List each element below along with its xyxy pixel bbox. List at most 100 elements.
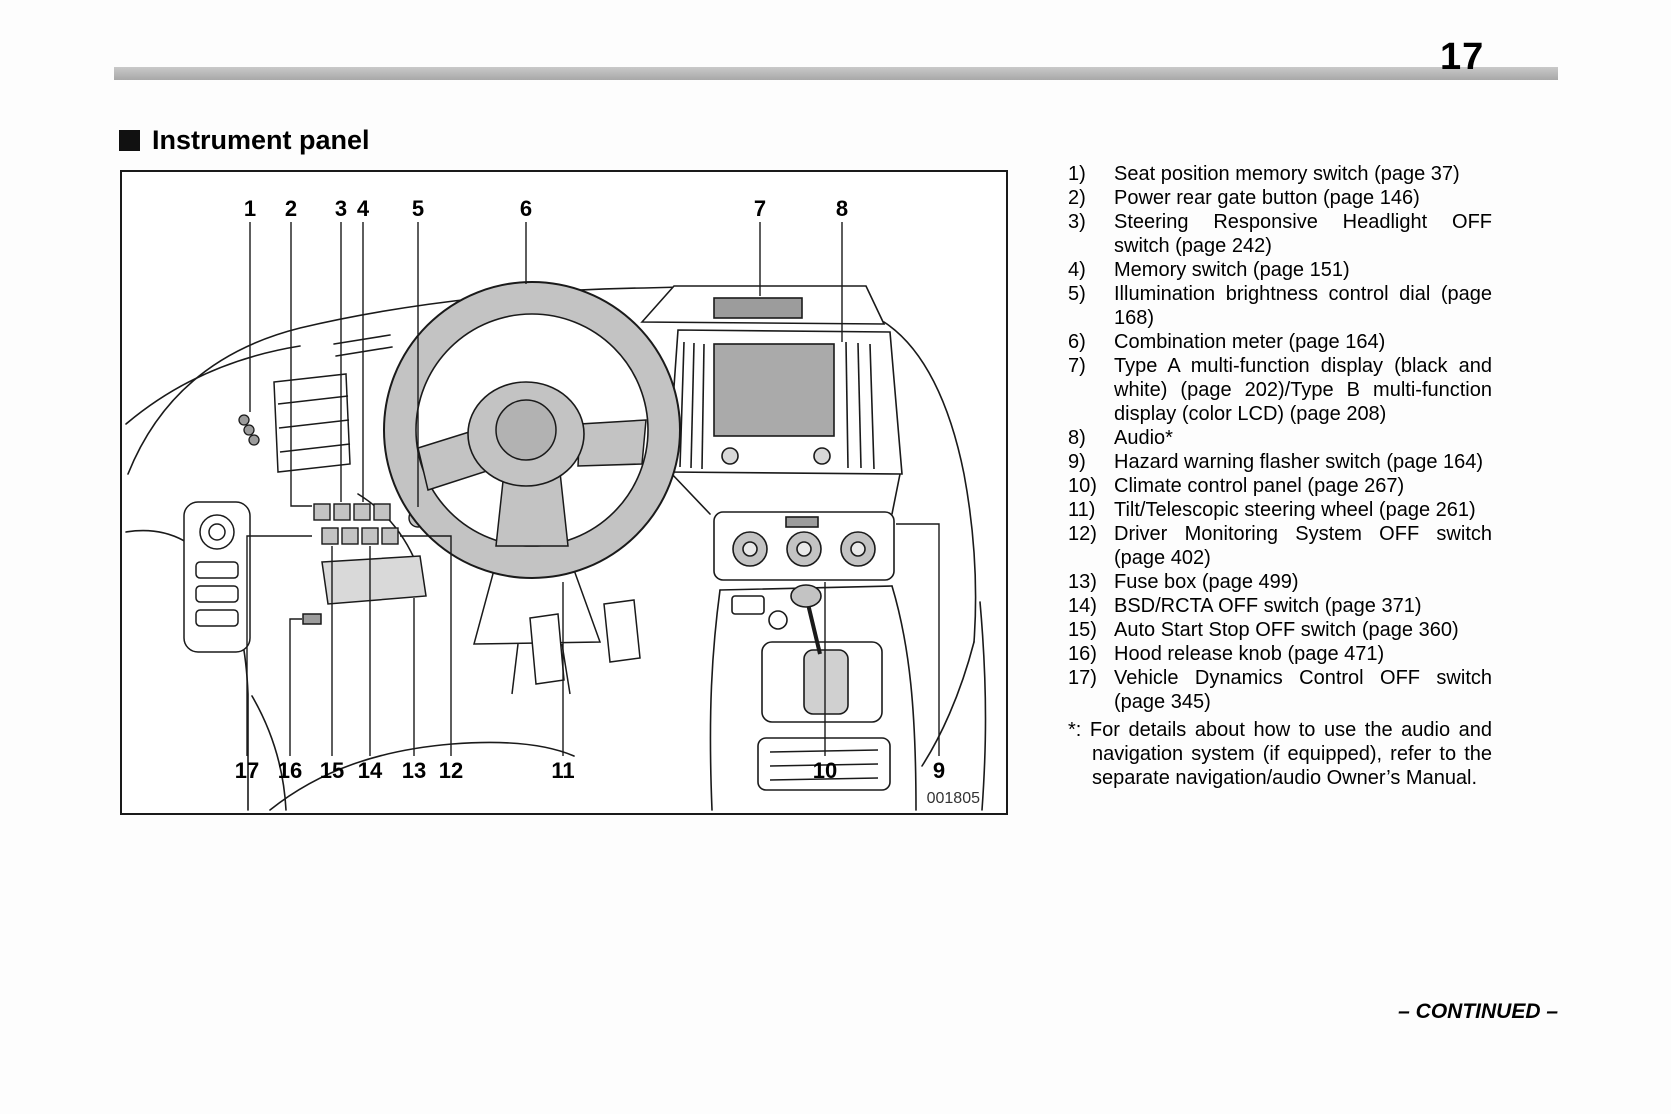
callout-7: 7 <box>754 196 766 221</box>
callout-12: 12 <box>439 758 463 783</box>
callout-6: 6 <box>520 196 532 221</box>
legend-item: 12) Driver Monitoring System OFF switch … <box>1068 522 1492 570</box>
audio-screen <box>713 343 835 437</box>
legend-item-text: BSD/RCTA OFF switch (page 371) <box>1114 595 1422 617</box>
mfd-screen <box>713 297 803 319</box>
door-switch-panel <box>183 501 251 653</box>
legend-item: 16) Hood release knob (page 471) <box>1068 642 1492 666</box>
callout-14: 14 <box>358 758 383 783</box>
legend-item-text: Seat position memory switch (page 37) <box>1114 163 1460 185</box>
legend-item: 6) Combination meter (page 164) <box>1068 330 1492 354</box>
legend-item-text: Climate control panel (page 267) <box>1114 475 1405 497</box>
audio-unit <box>667 329 903 475</box>
section-heading: Instrument panel <box>119 125 370 156</box>
callout-1: 1 <box>244 196 256 221</box>
fuse-box-panel <box>302 555 427 625</box>
figure-code: 001805 <box>927 790 980 807</box>
legend-item-text: Audio* <box>1114 427 1173 449</box>
legend-item-text: Fuse box (page 499) <box>1114 571 1299 593</box>
legend-item-text: Steering Responsive Headlight OFF switch… <box>1114 211 1492 257</box>
callout-16: 16 <box>278 758 302 783</box>
section-title: Instrument panel <box>152 125 370 155</box>
hood-release-knob <box>302 613 322 625</box>
page-number: 17 <box>1440 36 1485 78</box>
horn-pad <box>495 399 557 461</box>
switch-bank <box>313 503 399 545</box>
legend-item: 11) Tilt/Telescopic steering wheel (page… <box>1068 498 1492 522</box>
legend-item-number: 7) <box>1068 355 1086 377</box>
legend-item: 5) Illumination brightness control dial … <box>1068 282 1492 330</box>
legend-item-number: 16) <box>1068 643 1097 665</box>
callout-numbers: 1 2 3 4 5 6 7 8 17 16 15 14 13 12 11 10 … <box>235 196 945 783</box>
hazard-switch <box>785 516 819 528</box>
callout-8: 8 <box>836 196 848 221</box>
legend-item-text: Type A multi-function display (black and… <box>1114 355 1492 425</box>
shift-boot <box>803 649 849 715</box>
legend-item-number: 13) <box>1068 571 1097 593</box>
legend-item-text: Driver Monitoring System OFF switch (pag… <box>1114 523 1492 569</box>
callout-leader-lines <box>246 222 940 756</box>
callout-2: 2 <box>285 196 297 221</box>
legend-footnote: *: For details about how to use the audi… <box>1068 719 1492 789</box>
instrument-panel-figure: 1 2 3 4 5 6 7 8 17 16 15 14 13 12 11 10 … <box>120 170 1008 815</box>
legend-item: 4) Memory switch (page 151) <box>1068 258 1492 282</box>
climate-control-panel <box>713 511 895 581</box>
callout-9: 9 <box>933 758 945 783</box>
callout-11: 11 <box>551 758 574 783</box>
steering-column <box>473 569 641 695</box>
instrument-panel-diagram: 1 2 3 4 5 6 7 8 17 16 15 14 13 12 11 10 … <box>125 196 987 811</box>
header-rule <box>114 67 1558 80</box>
legend-item: 1) Seat position memory switch (page 37) <box>1068 162 1492 186</box>
legend-item-text: Memory switch (page 151) <box>1114 259 1350 281</box>
window-switch <box>195 561 239 579</box>
light-control-stalk <box>238 414 260 446</box>
legend-item-number: 4) <box>1068 259 1086 281</box>
legend-item: 15) Auto Start Stop OFF switch (page 360… <box>1068 618 1492 642</box>
legend-item: 8) Audio* <box>1068 426 1492 450</box>
legend-item-text: Tilt/Telescopic steering wheel (page 261… <box>1114 499 1476 521</box>
legend-item-number: 5) <box>1068 283 1086 305</box>
callout-17: 17 <box>235 758 259 783</box>
legend-item-text: Hood release knob (page 471) <box>1114 643 1385 665</box>
multi-function-display <box>640 285 886 325</box>
legend-item: 14) BSD/RCTA OFF switch (page 371) <box>1068 594 1492 618</box>
window-switch <box>195 609 239 627</box>
legend-item-text: Illumination brightness control dial (pa… <box>1114 283 1492 329</box>
legend-item-number: 9) <box>1068 451 1086 473</box>
legend-item-number: 14) <box>1068 595 1097 617</box>
callout-5: 5 <box>412 196 424 221</box>
pedal <box>529 613 565 685</box>
legend-item-number: 12) <box>1068 523 1097 545</box>
legend-item-number: 10) <box>1068 475 1097 497</box>
callout-10: 10 <box>813 758 837 783</box>
legend-item-number: 6) <box>1068 331 1086 353</box>
steering-wheel <box>383 281 681 579</box>
center-console <box>731 584 891 791</box>
callout-13: 13 <box>402 758 426 783</box>
section-bullet-icon <box>119 130 140 151</box>
callout-4: 4 <box>357 196 370 221</box>
legend-item-text: Combination meter (page 164) <box>1114 331 1386 353</box>
legend-item: 10) Climate control panel (page 267) <box>1068 474 1492 498</box>
legend-item: 17) Vehicle Dynamics Control OFF switch … <box>1068 666 1492 714</box>
callout-15: 15 <box>320 758 344 783</box>
legend-item-number: 2) <box>1068 187 1086 209</box>
legend-item-text: Vehicle Dynamics Control OFF switch (pag… <box>1114 667 1492 713</box>
callout-3: 3 <box>335 196 347 221</box>
legend-item: 7) Type A multi-function display (black … <box>1068 354 1492 426</box>
window-switch <box>195 585 239 603</box>
legend-item-number: 15) <box>1068 619 1097 641</box>
legend-item-text: Hazard warning flasher switch (page 164) <box>1114 451 1484 473</box>
legend: 1) Seat position memory switch (page 37)… <box>1068 162 1492 790</box>
pedal <box>603 599 641 663</box>
legend-item-number: 1) <box>1068 163 1086 185</box>
legend-item-number: 11) <box>1068 499 1096 521</box>
legend-item: 13) Fuse box (page 499) <box>1068 570 1492 594</box>
legend-item: 9) Hazard warning flasher switch (page 1… <box>1068 450 1492 474</box>
legend-item: 3) Steering Responsive Headlight OFF swi… <box>1068 210 1492 258</box>
audio-knob <box>813 447 831 465</box>
legend-item: 2) Power rear gate button (page 146) <box>1068 186 1492 210</box>
continued-label: – CONTINUED – <box>1398 1000 1558 1023</box>
legend-item-number: 8) <box>1068 427 1086 449</box>
side-vent <box>273 373 351 473</box>
